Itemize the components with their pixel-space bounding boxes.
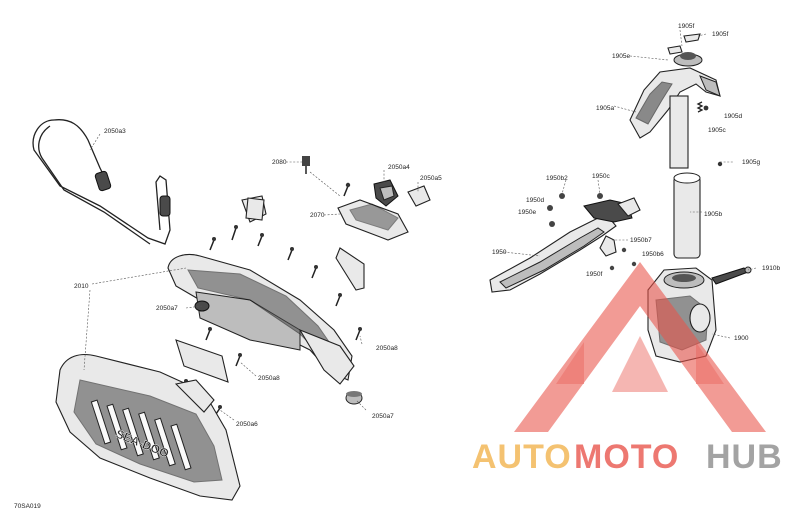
watermark-brand-auto: AUTO — [472, 438, 572, 476]
label-1905g: 1905g — [742, 159, 760, 166]
bumper-grille — [90, 399, 192, 471]
label-2070: 2070 — [310, 212, 325, 219]
label-2050a4: 2050a4 — [388, 164, 410, 171]
label-2050a7-left: 2050a7 — [156, 305, 178, 312]
screw — [235, 353, 242, 367]
gasket-2050a5 — [407, 185, 431, 207]
screw — [231, 225, 238, 241]
screw — [257, 233, 264, 247]
label-1910b: 1910b — [762, 265, 780, 272]
screw — [343, 182, 351, 197]
screw — [311, 265, 318, 279]
label-2080: 2080 — [272, 159, 287, 166]
figure-id: 70SA019 — [14, 503, 41, 510]
trim-pieces — [175, 197, 365, 383]
label-1905b: 1905b — [704, 211, 722, 218]
screw — [209, 237, 216, 251]
label-2050a8-bottom: 2050a8 — [258, 375, 280, 382]
label-1900: 1900 — [734, 335, 749, 342]
label-1950b6: 1950b6 — [642, 251, 664, 258]
part-labels: 2050a3 2080 2050a4 2050a5 2070 2010 2050… — [14, 23, 780, 510]
watermark-brand-moto: MOTO — [574, 438, 679, 476]
instrument-display-2070 — [337, 199, 409, 241]
grab-handle-wire — [32, 119, 171, 245]
watermark-brand-hub: HUB — [706, 438, 783, 476]
label-2050a8-right: 2050a8 — [376, 345, 398, 352]
switch-2050a4 — [373, 179, 399, 207]
cable-1910b — [711, 266, 752, 285]
bolt-2080 — [302, 156, 310, 174]
screw — [287, 247, 294, 261]
label-1905c: 1905c — [708, 127, 726, 134]
label-2010: 2010 — [74, 283, 89, 290]
leader-lines — [83, 29, 757, 421]
label-1950d: 1950d — [526, 197, 544, 204]
label-1905d: 1905d — [724, 113, 742, 120]
front-frame-2010 — [167, 253, 355, 385]
label-2050a5: 2050a5 — [420, 175, 442, 182]
label-1905a: 1905a — [596, 105, 614, 112]
label-1950b7: 1950b7 — [630, 237, 652, 244]
label-1905e: 1905e — [612, 53, 630, 60]
label-2050a6: 2050a6 — [236, 421, 258, 428]
label-1950b2: 1950b2 — [546, 175, 568, 182]
washers — [547, 193, 637, 271]
steering-column-1905b — [669, 95, 723, 259]
spring-1905d — [696, 101, 704, 113]
screw — [215, 405, 222, 415]
watermark-triangle-mark — [514, 262, 766, 432]
label-1950f: 1950f — [586, 271, 602, 278]
throttle-lever-1950 — [489, 193, 641, 293]
label-1905f-top: 1905f — [678, 23, 694, 30]
grommets — [194, 300, 363, 405]
label-1950: 1950 — [492, 249, 507, 256]
front-bumper: SEA-DOO — [55, 353, 241, 501]
label-2050a7-bottom: 2050a7 — [372, 413, 394, 420]
screw — [205, 327, 212, 341]
screw — [355, 327, 362, 341]
label-1905f-right: 1905f — [712, 31, 728, 38]
label-1950c: 1950c — [592, 173, 610, 180]
handlebar-1905a — [629, 33, 721, 139]
label-2050a3: 2050a3 — [104, 128, 126, 135]
screw — [335, 293, 342, 307]
label-1950e: 1950e — [518, 209, 536, 216]
watermark-logo: AUTO MOTO HUB — [472, 262, 783, 476]
